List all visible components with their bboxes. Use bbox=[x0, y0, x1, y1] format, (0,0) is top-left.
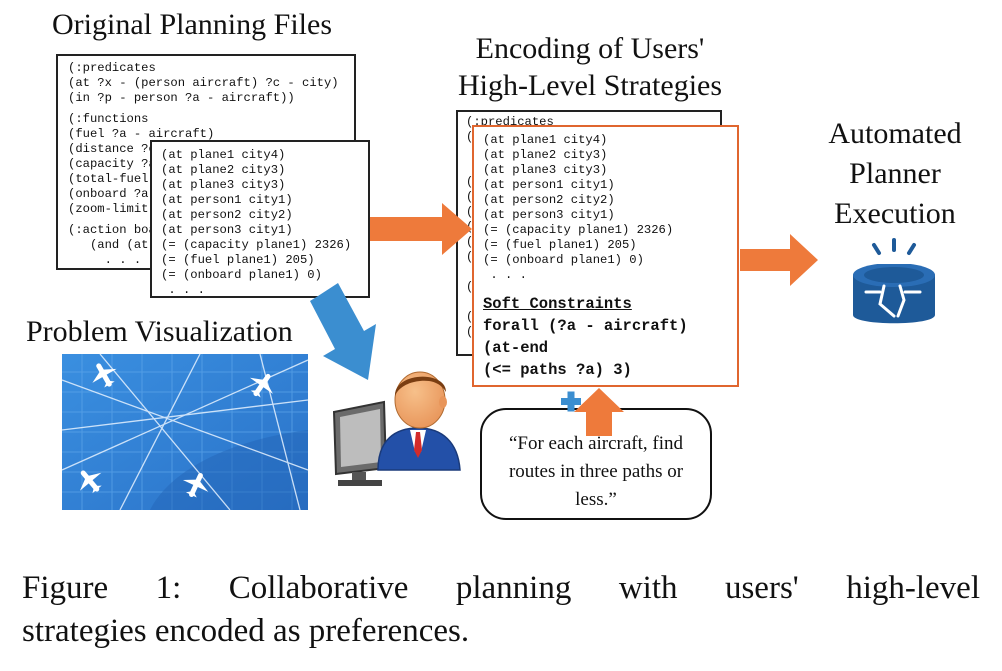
domain-code-line: (in ?p - person ?a - aircraft)) bbox=[68, 91, 295, 105]
encoded-code-line: (at person2 city2) bbox=[483, 193, 615, 207]
encoding-heading-line1: Encoding of Users' bbox=[475, 32, 705, 65]
domain-code-line: (zoom-limit bbox=[68, 202, 149, 216]
encoded-code-line: (at person1 city1) bbox=[483, 178, 615, 192]
airplane-icon bbox=[182, 472, 209, 498]
speech-bubble-text: “For each aircraft, find routes in three… bbox=[508, 433, 684, 510]
encoded-problem-box: (at plane1 city4)(at plane2 city3)(at pl… bbox=[472, 125, 739, 387]
problem-file-lines: (at plane1 city4)(at plane2 city3)(at pl… bbox=[161, 148, 368, 297]
soft-constraints-title: Soft Constraints bbox=[483, 295, 632, 313]
encoded-code-line: (at person3 city1) bbox=[483, 208, 615, 222]
problem-code-line: (= (capacity plane1) 2326) bbox=[161, 238, 352, 252]
encoded-code-line: (at plane3 city3) bbox=[483, 163, 608, 177]
planner-heading-line3: Execution bbox=[834, 197, 956, 230]
plus-icon bbox=[561, 391, 581, 412]
problem-code-line: (= (fuel plane1) 205) bbox=[161, 253, 315, 267]
problem-code-line: (at person2 city2) bbox=[161, 208, 293, 222]
original-planning-files-heading: Original Planning Files bbox=[52, 8, 332, 41]
domain-code-line: (onboard ?a bbox=[68, 187, 149, 201]
domain-code-line: . . . bbox=[68, 253, 142, 267]
encoded-code-line: (at plane1 city4) bbox=[483, 133, 608, 147]
soft-constraint-line: (at-end bbox=[483, 339, 549, 357]
soft-constraints-lines: forall (?a - aircraft) (at-end (<= paths ?… bbox=[483, 315, 737, 381]
encoded-code-line: (at plane2 city3) bbox=[483, 148, 608, 162]
caption-line-2: strategies encoded as preferences. bbox=[22, 613, 470, 649]
encoded-problem-lines: (at plane1 city4)(at plane2 city3)(at pl… bbox=[483, 133, 737, 283]
problem-code-line: (at plane2 city3) bbox=[161, 163, 286, 177]
domain-code-line: (fuel ?a - aircraft) bbox=[68, 127, 215, 141]
automated-planner-heading: Automated Planner Execution bbox=[805, 114, 985, 234]
domain-code-line: (:predicates bbox=[68, 61, 156, 75]
domain-code-line: (:functions bbox=[68, 112, 149, 126]
arrow-to-user bbox=[310, 283, 376, 380]
problem-code-line: (at person1 city1) bbox=[161, 193, 293, 207]
domain-code-line: (at ?x - (person aircraft) ?c - city) bbox=[68, 76, 339, 90]
problem-file-box: (at plane1 city4)(at plane2 city3)(at pl… bbox=[150, 140, 370, 298]
problem-code-line: (at person3 city1) bbox=[161, 223, 293, 237]
problem-visualization-map bbox=[61, 353, 309, 511]
soft-constraint-line: (<= paths ?a) 3) bbox=[483, 361, 632, 379]
encoded-code-line: (= (onboard plane1) 0) bbox=[483, 253, 644, 267]
figure-caption: Figure 1: Collaborative planning with us… bbox=[22, 567, 980, 653]
planner-icon bbox=[853, 238, 935, 324]
problem-code-line: (= (onboard plane1) 0) bbox=[161, 268, 322, 282]
problem-code-line: (at plane3 city3) bbox=[161, 178, 286, 192]
arrow-user-input-up bbox=[574, 388, 624, 436]
encoded-code-line: (= (fuel plane1) 205) bbox=[483, 238, 637, 252]
encoding-heading-line2: High-Level Strategies bbox=[457, 69, 723, 102]
problem-visualization-heading: Problem Visualization bbox=[26, 315, 293, 348]
domain-code-line: (and (at bbox=[68, 238, 149, 252]
planner-heading-line2: Planner bbox=[849, 157, 941, 190]
domain-code-line: (total-fuel- bbox=[68, 172, 156, 186]
problem-code-line: . . . bbox=[161, 283, 205, 297]
encoded-code-line: . . . bbox=[483, 268, 527, 282]
planner-heading-line1: Automated bbox=[828, 117, 962, 150]
soft-constraint-line: forall (?a - aircraft) bbox=[483, 317, 688, 335]
arrow-to-encoding bbox=[370, 203, 472, 255]
encoding-strategies-heading: Encoding of Users' High-Level Strategies bbox=[440, 30, 740, 104]
encoded-code-line: (= (capacity plane1) 2326) bbox=[483, 223, 674, 237]
arrow-to-planner bbox=[740, 234, 818, 286]
problem-code-line: (at plane1 city4) bbox=[161, 148, 286, 162]
caption-line-1: Figure 1: Collaborative planning with us… bbox=[22, 570, 980, 606]
user-at-computer-icon bbox=[332, 371, 461, 486]
